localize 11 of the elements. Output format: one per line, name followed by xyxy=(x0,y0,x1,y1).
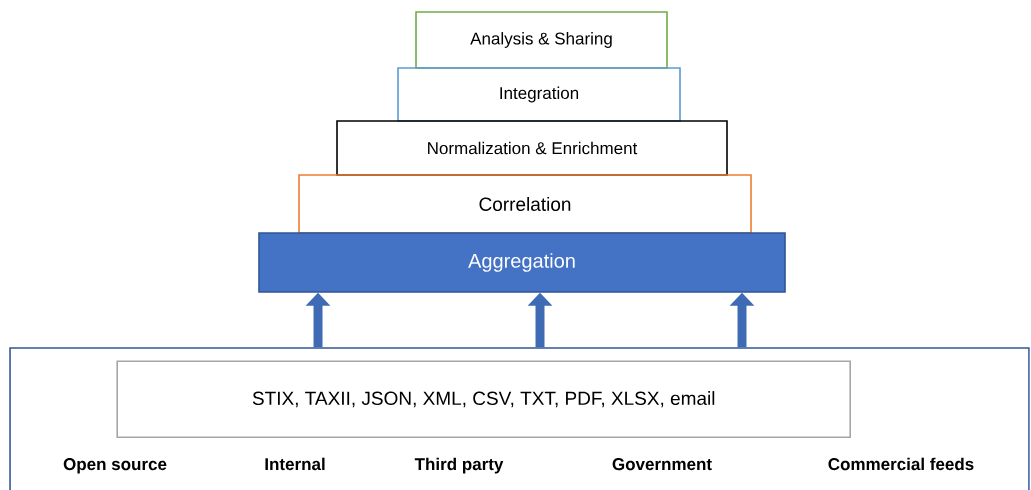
layer-box: Integration xyxy=(397,67,681,122)
source-label: Open source xyxy=(63,458,167,474)
source-label: Commercial feeds xyxy=(828,457,974,471)
sources-panel xyxy=(9,347,1030,490)
source-label: Internal xyxy=(265,457,325,471)
formats-box: STIX, TAXII, JSON, XML, CSV, TXT, PDF, XLSX, email xyxy=(116,360,851,438)
layer-box: Analysis & Sharing xyxy=(415,11,668,69)
layer-box: Aggregation xyxy=(258,232,786,293)
source-label: Government xyxy=(612,458,712,471)
layer-box: Normalization & Enrichment xyxy=(336,120,728,176)
source-label: Third party xyxy=(414,457,504,474)
